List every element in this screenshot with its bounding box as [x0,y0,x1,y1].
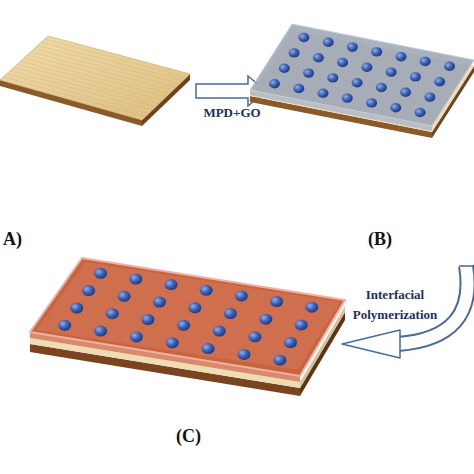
go-particle [238,349,251,360]
go-particle [153,297,166,308]
go-particle [342,93,353,102]
go-particle [313,53,324,62]
membrane-sheet [30,258,345,396]
polyamide-layer [30,258,345,376]
paper-texture [3,39,186,117]
go-particle [273,355,286,366]
go-particle [298,33,309,42]
go-particle [200,285,213,296]
arrow-tail [459,265,473,267]
go-particle [269,79,280,88]
texture-line [31,52,173,91]
go-particle [235,290,248,301]
go-particle [202,343,215,354]
go-particle [366,98,377,107]
go-particle [444,62,455,71]
go-particle [337,58,348,67]
go-particle [424,92,435,101]
go-particle [166,337,179,348]
arrow-body [398,266,468,344]
substrate-sheet [0,36,190,126]
go-particle [318,89,329,98]
arrow-head [342,330,400,358]
panel-label: (C) [176,426,226,447]
go-particle [396,52,407,61]
texture-line [10,71,152,111]
go-particles [58,268,318,366]
go-particle [386,67,397,76]
go-particle [129,274,142,285]
texture-line [45,39,187,77]
texture-line [14,67,156,107]
texture-line [24,58,166,97]
texture-line [3,77,145,117]
go-particle [141,314,154,325]
go-particle [188,302,201,313]
texture-line [7,74,149,114]
panel-label: A) [3,229,43,250]
go-particle [376,83,387,92]
go-particle [177,320,190,331]
step-label: Interfacial Polymerization [330,285,460,324]
go-particle [82,285,95,296]
go-particle [289,48,300,57]
go-particle [420,57,431,66]
go-particle [390,103,401,112]
go-particle [118,291,131,302]
go-particle [70,303,83,314]
layer-sheen [36,262,340,370]
go-particle [279,64,290,73]
go-particle [295,319,308,330]
texture-line [38,45,180,84]
go-particle [94,326,107,337]
go-particle [347,42,358,51]
go-particle [106,308,119,319]
go-particle [361,63,372,72]
go-particle [94,268,107,279]
go-particle [130,331,143,342]
go-particle [224,308,237,319]
go-particle [293,84,304,93]
go-particle [434,77,445,86]
go-particle [165,279,178,290]
texture-line [27,55,169,94]
go-particle [400,88,411,97]
step-label: MPD+GO [192,103,272,123]
go-particle [410,72,421,81]
go-particle [323,38,334,47]
go-particles [269,33,455,117]
texture-line [34,49,176,88]
mpd-go-layer [250,24,474,126]
go-particle [327,73,338,82]
coated-sheet [250,24,474,138]
go-particle [284,337,297,348]
go-particle [415,108,426,117]
sheet-top [0,36,190,120]
go-particle [270,296,283,307]
go-particle [259,314,272,325]
go-particle [58,320,71,331]
texture-line [21,61,163,100]
arrow-body [398,266,468,344]
go-particle [305,302,318,313]
go-particle [303,68,314,77]
panel-label: (B) [368,229,418,250]
go-particle [248,331,261,342]
go-particle [213,326,226,337]
texture-line [41,42,183,80]
go-particle [352,78,363,87]
go-particle [371,47,382,56]
texture-line [17,64,159,103]
